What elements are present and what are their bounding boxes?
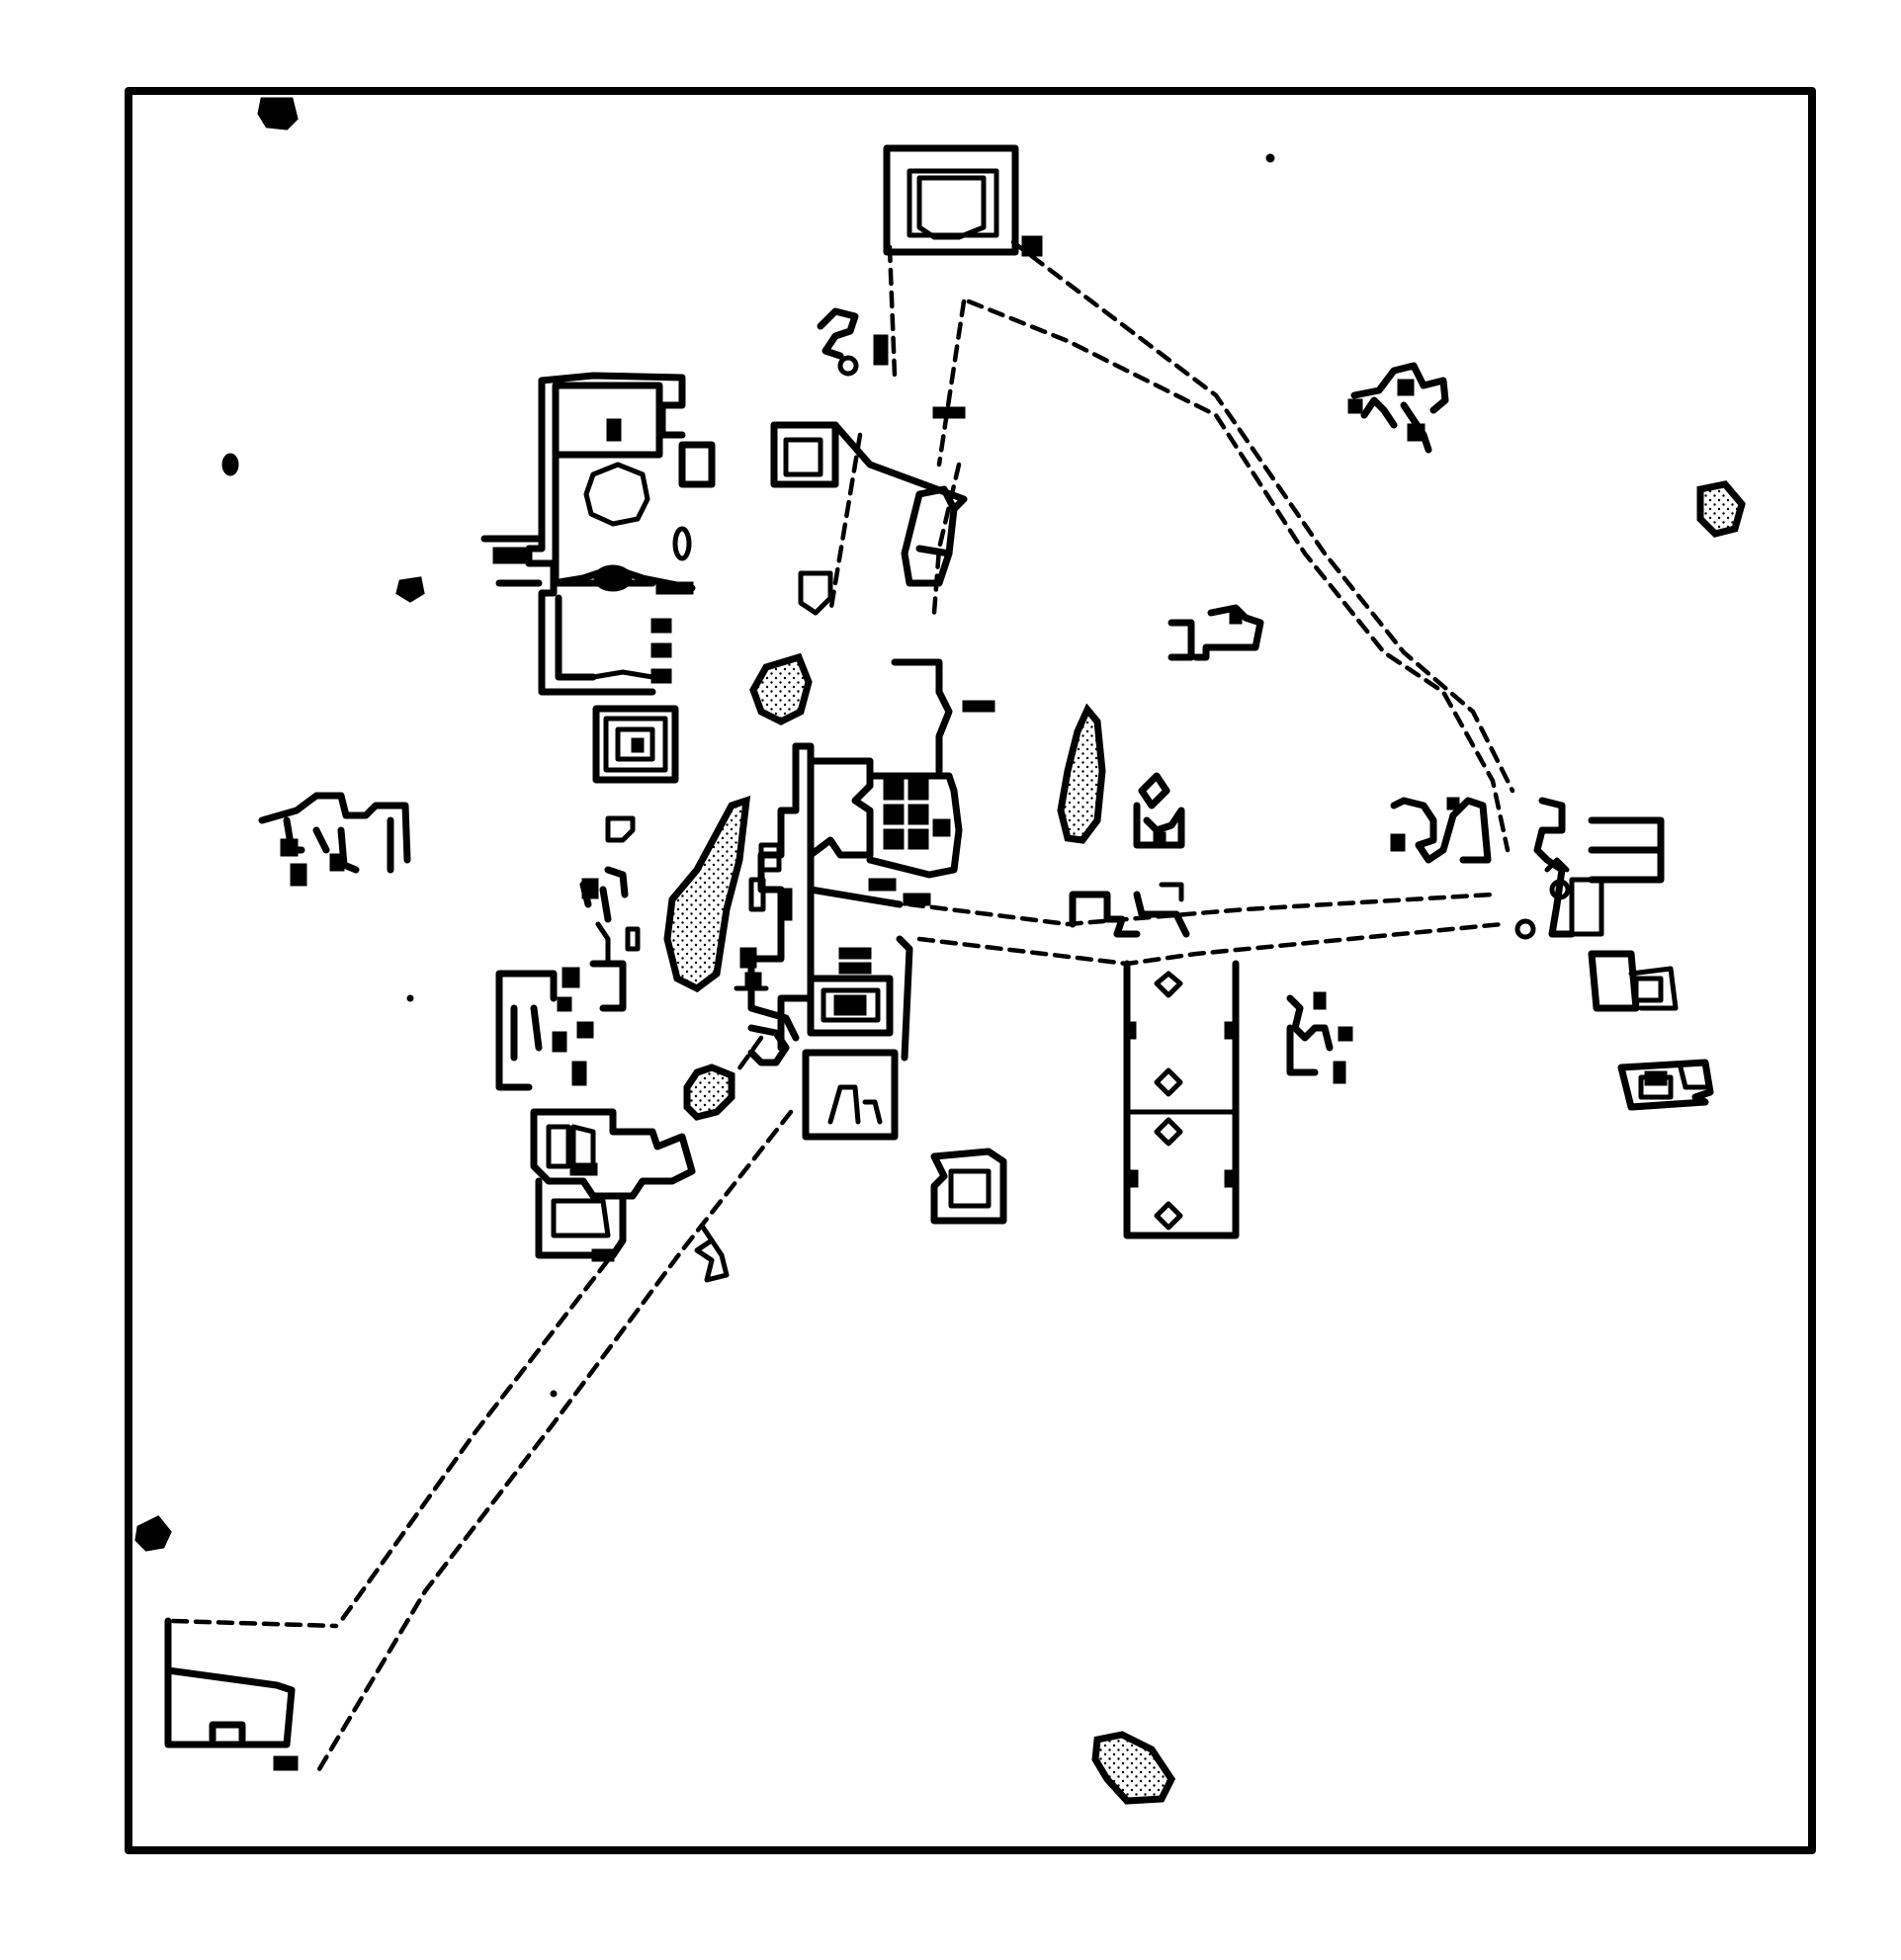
central-core [734,742,963,1066]
causeway-south [734,1035,764,1075]
mounds [134,97,1275,1552]
causeway-east [907,892,1496,927]
far-southwest-structure [164,1617,299,1771]
mid-east-structures [1069,772,1190,938]
north-group [817,144,1043,419]
west-central-cluster [495,815,641,1091]
south-center-enclosure [930,1148,1007,1225]
west-group [258,792,411,887]
east-group [1390,797,1714,1111]
pond-5 [1091,1731,1176,1805]
causeway-north [887,244,898,379]
causeway-southwest [338,1257,611,1624]
northwest-palace-complex [480,372,716,784]
pond-2 [663,795,751,993]
east-plaza [1123,960,1240,1239]
central-north-buildings [770,421,995,775]
ponds [663,480,1746,1805]
pond-4 [683,1064,735,1121]
northeast-interior-structure [1167,604,1264,661]
causeways [170,239,1515,1777]
pond-6 [1696,480,1746,538]
far-northeast-cluster [1347,362,1449,454]
map-frame [125,87,1816,1854]
pond-1 [749,652,813,725]
southwest-group [530,1108,730,1283]
south-central-east-group [1286,991,1353,1084]
pond-3 [1057,703,1106,844]
central-south-enclosures [802,935,913,1141]
causeway-northeast [1010,239,1515,794]
